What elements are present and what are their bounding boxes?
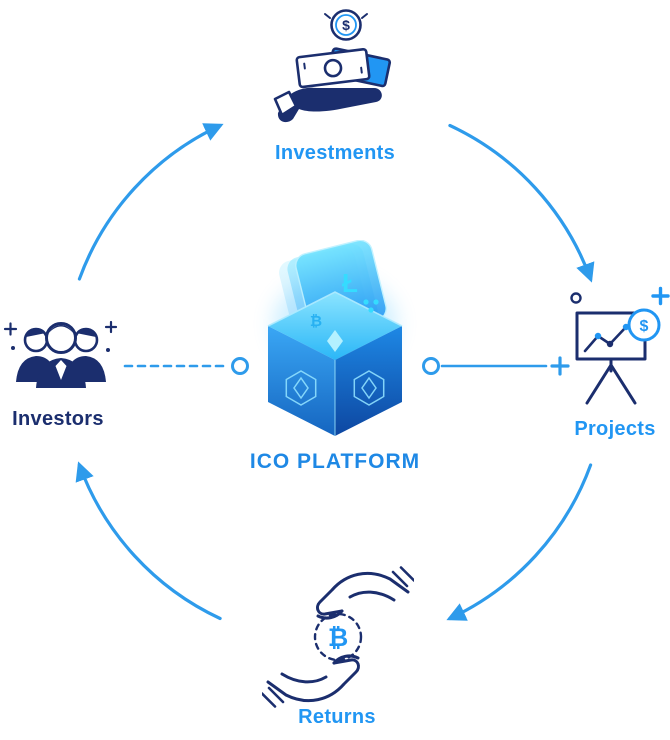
presentation-chart-icon: $ — [570, 286, 670, 405]
arc-projects-to-returns — [446, 463, 593, 621]
left-connector — [123, 357, 249, 375]
plus-icon — [651, 286, 670, 306]
hand-shape — [277, 87, 382, 123]
plus-icon — [550, 356, 570, 376]
node-label-investors: Investors — [12, 408, 104, 430]
arc-investors-to-investments — [77, 123, 224, 281]
coin-dollar-symbol: $ — [342, 17, 350, 33]
node-label-investments: Investments — [274, 142, 395, 164]
bitcoin-symbol: ₿ — [328, 624, 348, 652]
coin-dollar-symbol: $ — [640, 318, 649, 335]
dollar-coin-icon — [627, 308, 661, 342]
ripple-icon — [363, 299, 379, 313]
node-label-projects: Projects — [574, 418, 656, 440]
right-connector — [422, 356, 570, 376]
ethereum-icon — [327, 330, 343, 352]
left-connector-ring — [231, 357, 249, 375]
center-platform-label: ICO PLATFORM — [249, 450, 421, 473]
handshake-bitcoin-icon: ₿ — [262, 566, 414, 708]
sparkle-icon — [3, 320, 118, 336]
blockchain-cube-icon: Ł ₿ — [267, 240, 403, 436]
banknote-icon — [295, 48, 371, 89]
arc-investments-to-projects — [448, 123, 595, 283]
investors-group-icon — [3, 320, 118, 388]
cube — [267, 291, 403, 436]
bitcoin-symbol-small: ₿ — [310, 313, 322, 330]
node-label-returns: Returns — [298, 706, 376, 728]
litecoin-symbol: Ł — [342, 268, 358, 298]
arc-returns-to-investors — [75, 461, 222, 621]
right-connector-ring — [422, 357, 440, 375]
hand-holding-money-icon: $ — [273, 9, 392, 123]
person-front — [36, 322, 86, 388]
bitcoin-coin-icon — [313, 612, 363, 662]
person-right — [72, 327, 106, 382]
